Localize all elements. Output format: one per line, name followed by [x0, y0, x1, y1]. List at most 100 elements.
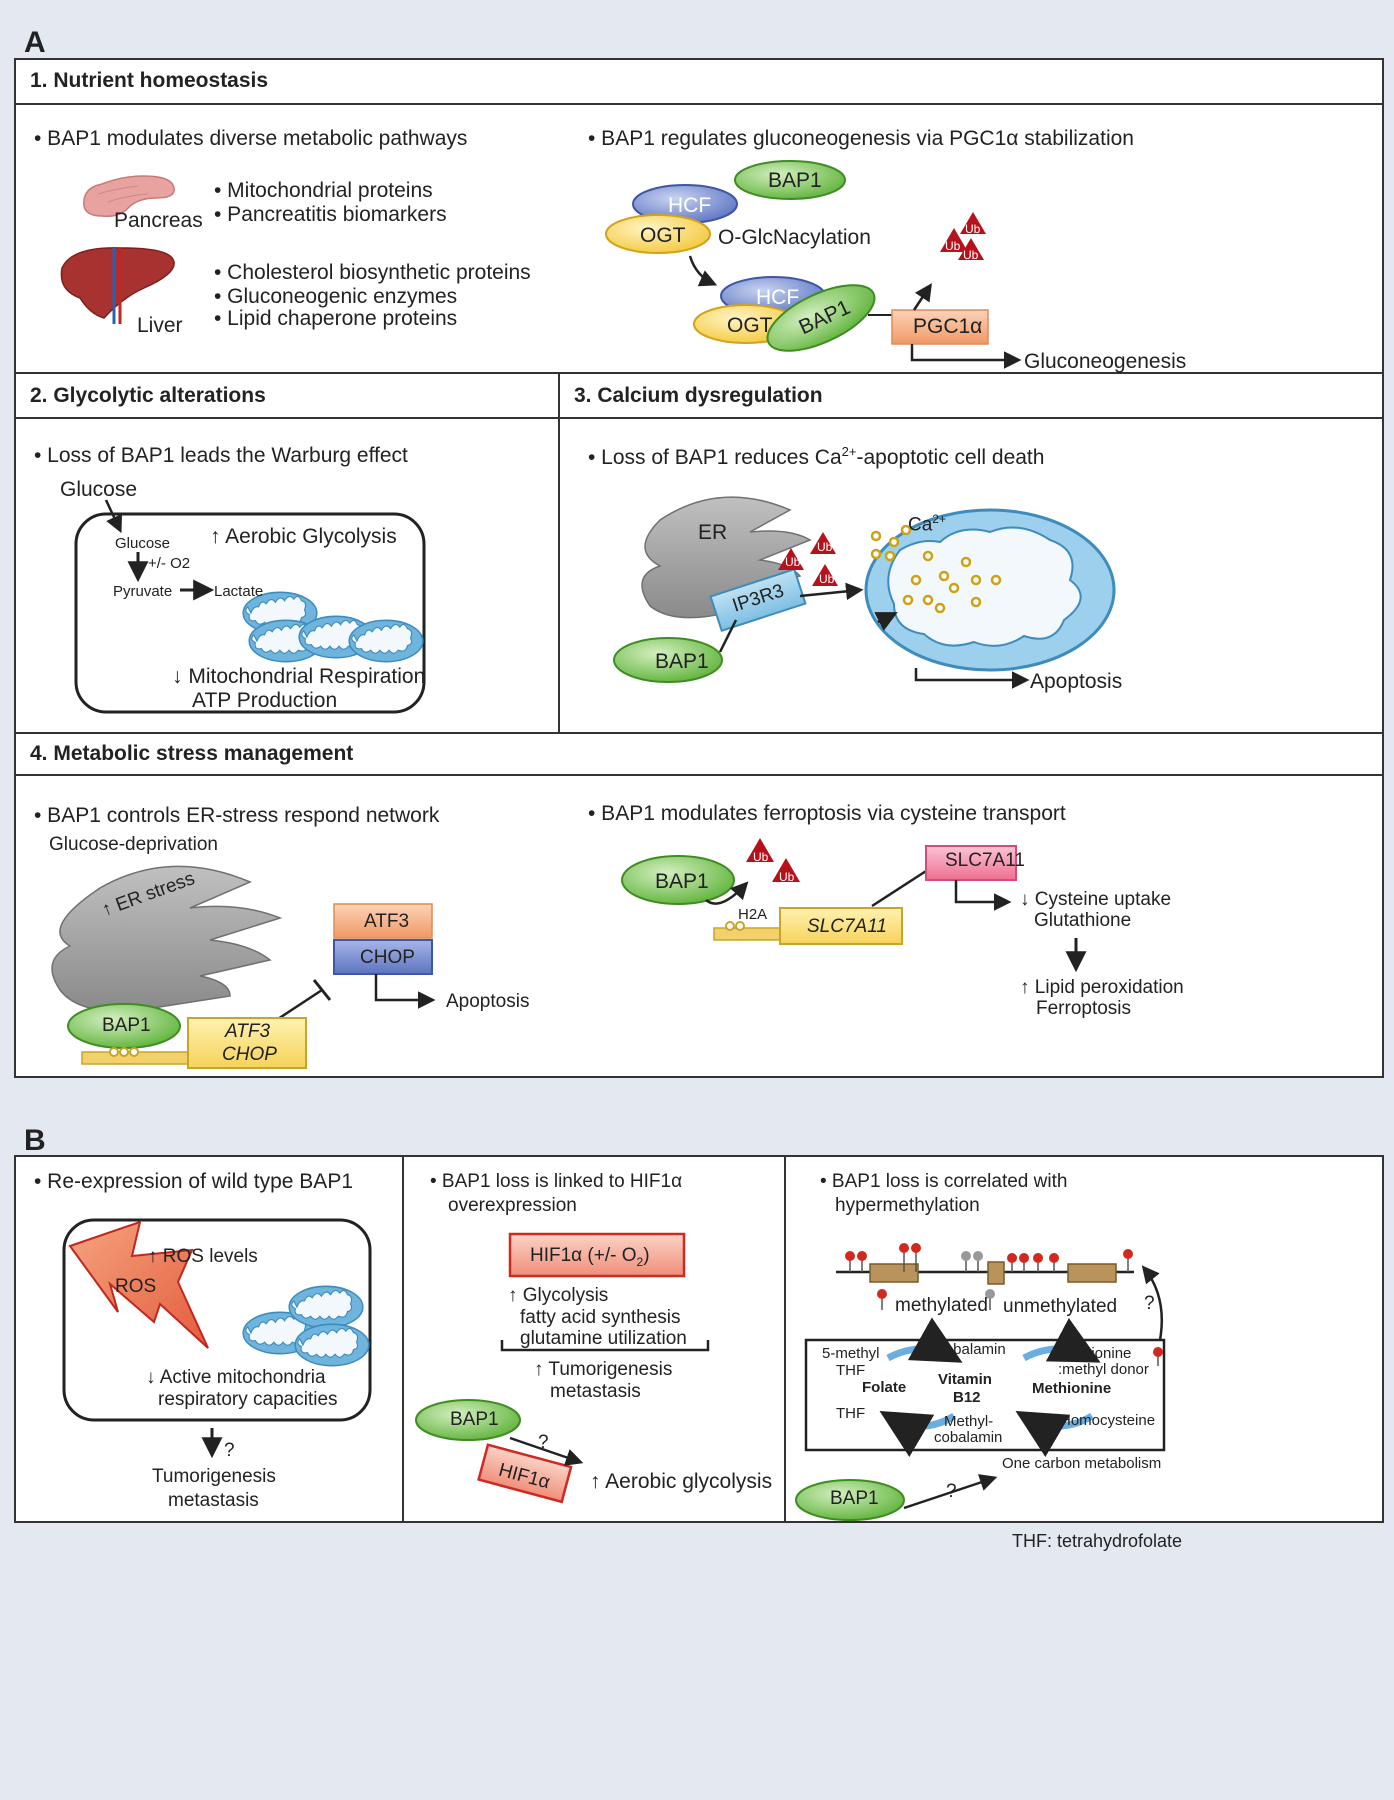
question-mark: ? [1144, 1293, 1155, 1314]
bap1-protein [734, 160, 846, 200]
bap1-protein [415, 1399, 521, 1441]
aerobic-glycolysis-label: ↑ Aerobic glycolysis [590, 1470, 773, 1493]
calcium-diagram [613, 496, 1116, 689]
ub-icon [940, 228, 968, 252]
chop-label: CHOP [360, 947, 415, 968]
ferroptosis-label: Ferroptosis [1036, 998, 1132, 1019]
divider [14, 732, 1384, 734]
slc7a11-gene [779, 907, 903, 945]
bap1-label: BAP1 [830, 1488, 879, 1509]
cell-diagram [74, 499, 426, 714]
glutamine-label: glutamine utilization [520, 1328, 687, 1349]
atf3-gene-label: ATF3 [225, 1021, 271, 1042]
bap1-label: BAP1 [102, 1015, 151, 1036]
er-shape [51, 865, 283, 1012]
ub-label: Ub [819, 572, 835, 586]
bullet-text: • BAP1 controls ER-stress respond networ… [34, 804, 440, 827]
pgc1a-label: PGC1α [913, 315, 983, 338]
mitochondria-icon [288, 1285, 364, 1329]
hif1a-tilted-box [477, 1443, 573, 1504]
folate-label: Folate [862, 1379, 907, 1396]
ub-label: Ub [965, 222, 981, 236]
methylated-markers [845, 1243, 1133, 1299]
question-mark: ? [538, 1432, 549, 1453]
ros-cell-diagram [62, 1218, 372, 1459]
ub-icon [772, 858, 800, 882]
gluconeogenesis-diagram [605, 160, 1022, 369]
pancreas-label: Pancreas [114, 209, 203, 232]
unmethylated-label: unmethylated [1003, 1296, 1118, 1317]
atf3-chop-gene [187, 1017, 307, 1069]
hif1a-box [508, 1232, 686, 1278]
atp-production-label: ATP Production [192, 689, 338, 712]
pancreas-icon [83, 175, 175, 218]
bullet-text: hypermethylation [835, 1195, 980, 1216]
er-stress-diagram [51, 865, 436, 1069]
divider [558, 372, 560, 733]
bullet-text: • BAP1 loss is linked to HIF1α [430, 1171, 683, 1192]
methylcobalamin-label: Methyl- [944, 1413, 994, 1430]
hcf-label: HCF [668, 194, 712, 217]
ub-label: Ub [945, 239, 961, 253]
lactate-label: Lactate [214, 583, 264, 600]
slc7a11-protein-label: SLC7A11 [945, 850, 1025, 871]
metastasis-label: metastasis [550, 1381, 641, 1402]
liver-icon [60, 247, 175, 324]
hcf-label: HCF [756, 286, 800, 309]
ub-icon [958, 238, 984, 260]
atf3-label: ATF3 [364, 911, 410, 932]
ub-icon [960, 212, 986, 234]
list-item: • Lipid chaperone proteins [214, 307, 458, 330]
ferroptosis-diagram [621, 838, 1017, 945]
thf-label: THF [836, 1362, 866, 1379]
methionine-label: Methionine [1032, 1380, 1112, 1397]
ub-label: Ub [779, 870, 795, 884]
bullet-text: • Loss of BAP1 reduces Ca2+-apoptotic ce… [588, 444, 1045, 469]
ip3r3-box [709, 568, 807, 632]
pyruvate-label: Pyruvate [113, 583, 173, 600]
ub-label: Ub [963, 248, 979, 262]
bullet-text: • BAP1 regulates gluconeogenesis via PGC… [588, 127, 1134, 150]
question-mark: ? [946, 1481, 957, 1502]
mitochondria-icon [294, 1323, 370, 1367]
footnote: THF: tetrahydrofolate [1012, 1531, 1183, 1551]
thf-label: THF [836, 1405, 866, 1422]
ros-bolt-icon [68, 1220, 209, 1349]
fatty-acid-label: fatty acid synthesis [520, 1307, 681, 1328]
methionine-donor-label: Methionine [1058, 1345, 1132, 1362]
bullet-text: overexpression [448, 1195, 577, 1216]
atf3-box [333, 903, 433, 939]
o2-label: +/- O2 [148, 555, 191, 572]
one-carbon-label: One carbon metabolism [1002, 1455, 1162, 1472]
h2a-label: H2A [738, 906, 768, 923]
divider [14, 774, 1384, 776]
ogt-label: OGT [640, 224, 686, 247]
cysteine-uptake-label: ↓ Cysteine uptake [1020, 889, 1172, 910]
ros-levels-label: ↑ ROS levels [148, 1246, 258, 1267]
section-title-nutrient: 1. Nutrient homeostasis [30, 69, 269, 92]
pgc1a-box [891, 309, 989, 345]
bap1-protein [621, 855, 735, 905]
calcium-ions [870, 524, 1002, 614]
b12-label: B12 [953, 1389, 981, 1406]
methylated-label: methylated [895, 1295, 988, 1316]
panel-b-label: B [24, 1124, 46, 1157]
bap1-protein [613, 637, 723, 683]
bap1-label: BAP1 [655, 870, 709, 893]
bullet-text: • Re-expression of wild type BAP1 [34, 1170, 353, 1193]
divider [14, 417, 1384, 419]
ogt-protein [605, 214, 711, 254]
bullet-text: • BAP1 loss is correlated with [820, 1171, 1068, 1192]
hif-diagram [415, 1232, 710, 1504]
ros-label: ROS [115, 1276, 157, 1297]
bap1-protein [795, 1479, 905, 1521]
cobalamin-label: Cobalamin [934, 1341, 1006, 1358]
gluconeogenesis-label: Gluconeogenesis [1024, 350, 1187, 373]
section-title-glycolytic: 2. Glycolytic alterations [30, 384, 266, 407]
methylation-diagram [795, 1243, 1166, 1521]
divider [14, 372, 1384, 374]
ub-icon [778, 548, 804, 570]
er-label: ER [698, 521, 728, 544]
bullet-text: • BAP1 modulates ferroptosis via cystein… [588, 802, 1066, 825]
tumorigenesis-label: ↑ Tumorigenesis [534, 1359, 673, 1380]
